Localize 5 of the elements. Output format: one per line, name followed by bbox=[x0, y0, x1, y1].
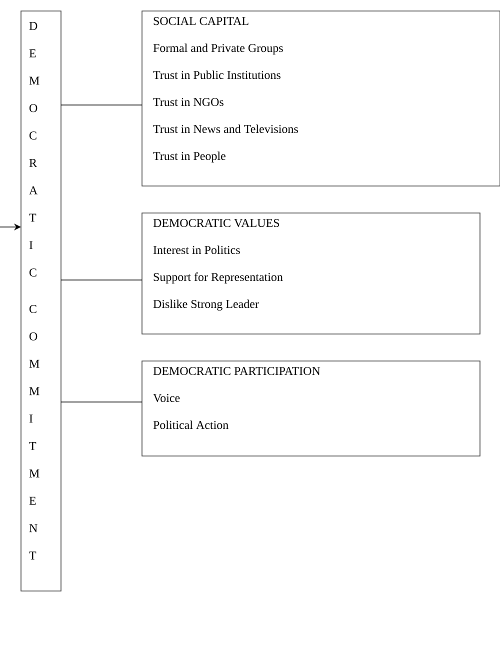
category-box: DEMOCRATIC PARTICIPATION Voice Political Action bbox=[142, 360, 480, 456]
connector-line bbox=[60, 104, 142, 106]
category-box: SOCIAL CAPITAL Formal and Private Groups Trust in Public Institutions Trust in NGOs Trust in News and Televisions Trust in People bbox=[142, 10, 500, 186]
category-box: DEMOCRATIC VALUES Interest in Politics Support for Representation Dislike Strong Leader bbox=[142, 212, 480, 334]
vertical-label-box: D E M O C R A T I C C O M M I T M E N T bbox=[20, 10, 62, 592]
